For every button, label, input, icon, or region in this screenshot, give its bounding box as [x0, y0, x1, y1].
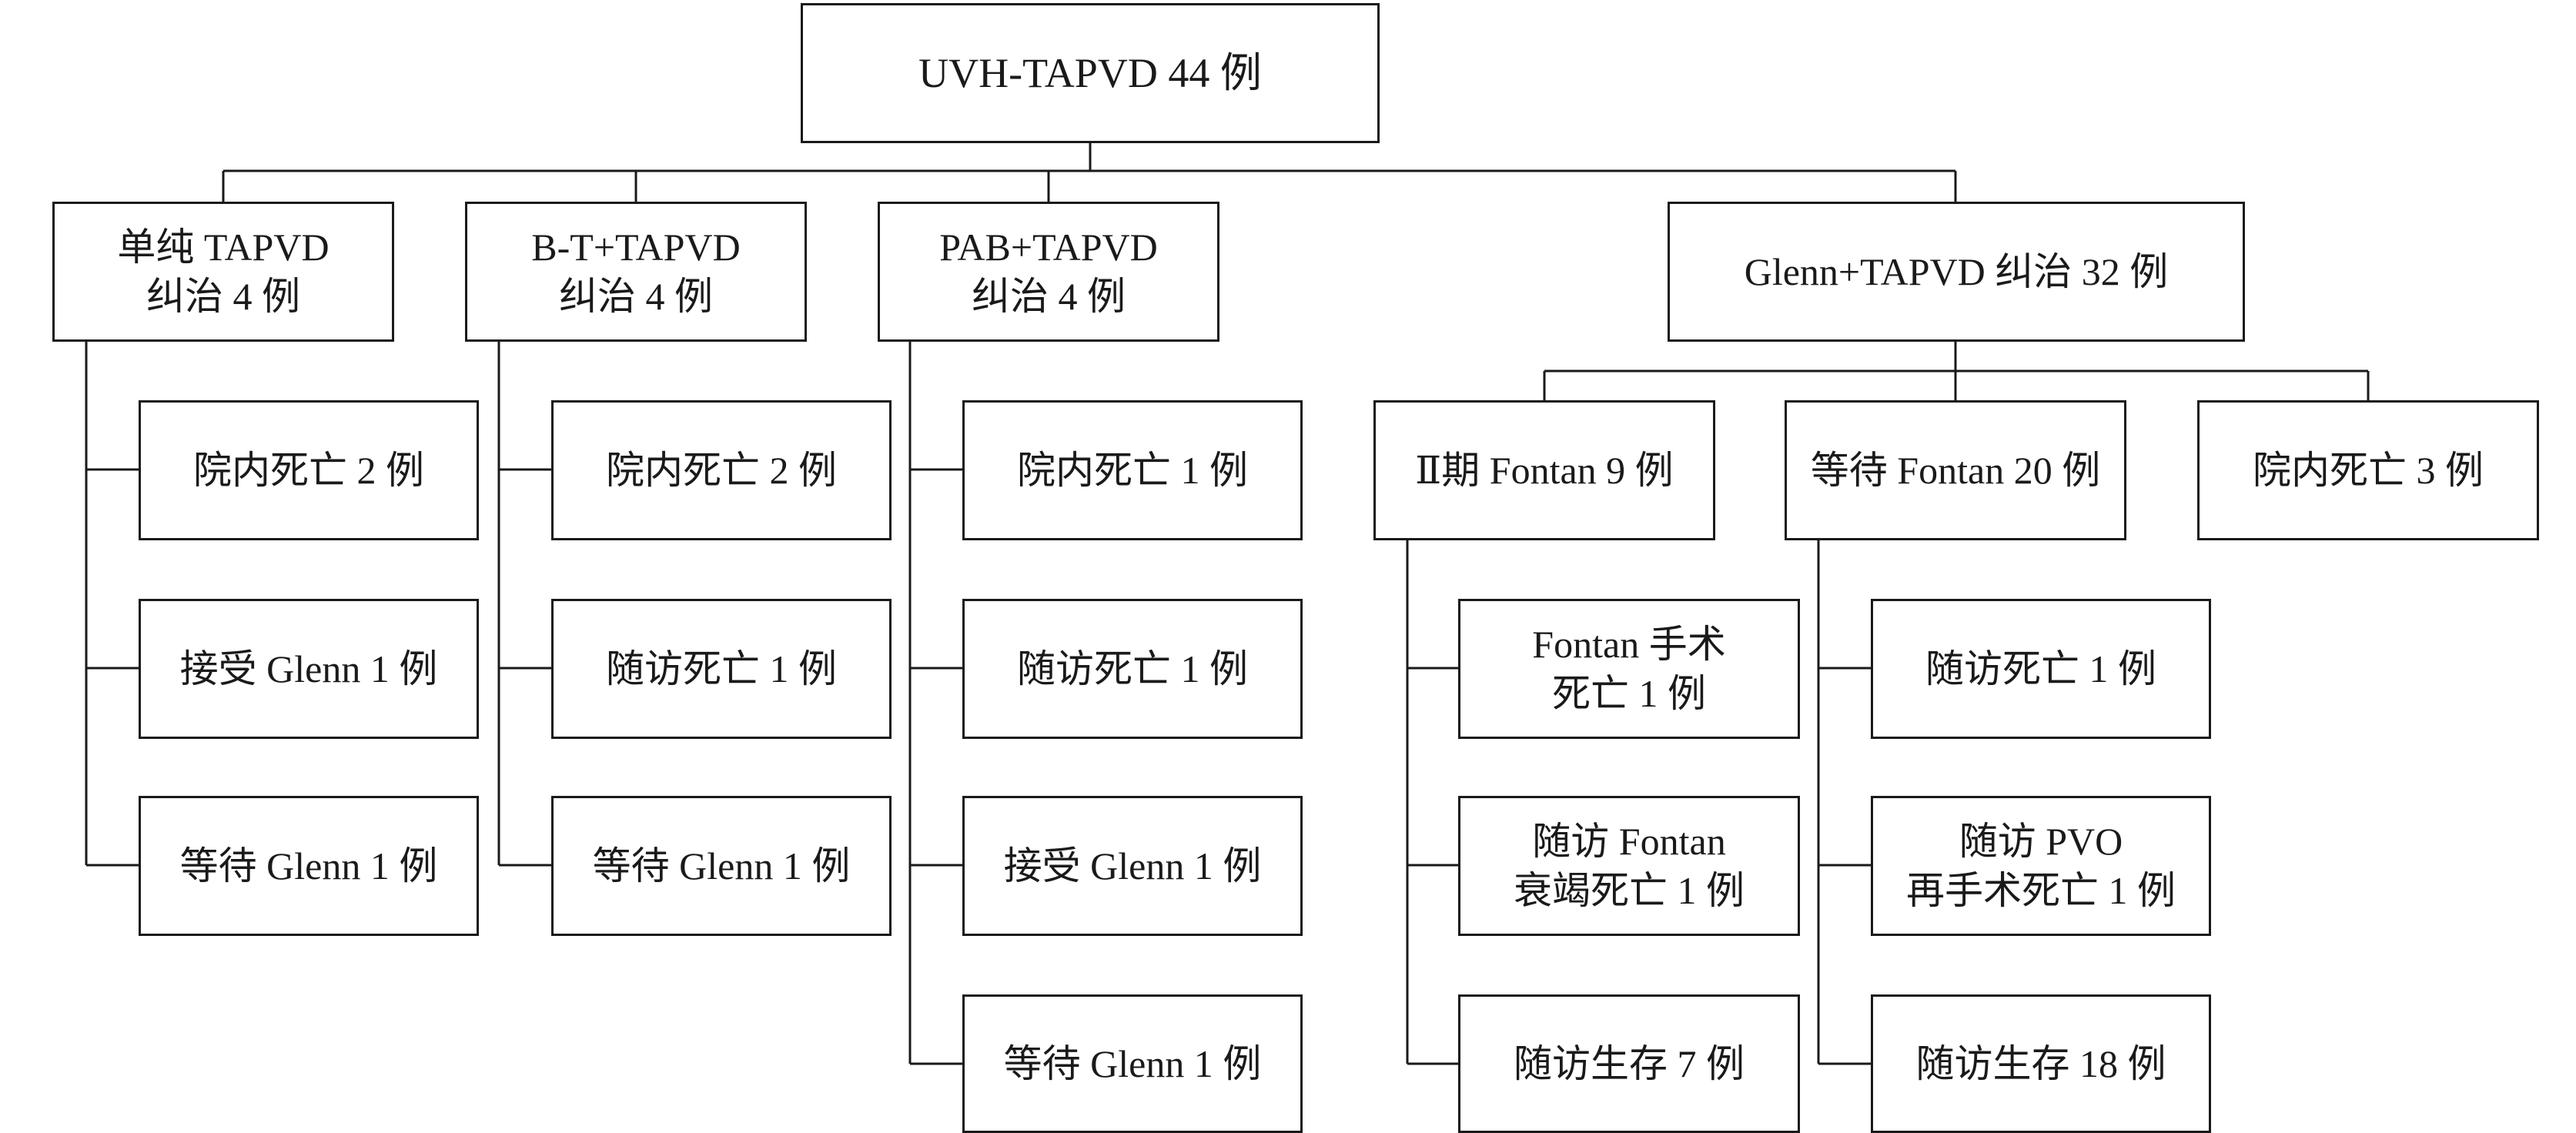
outcome-node: 等待 Glenn 1 例: [139, 796, 479, 936]
node-label-line: Ⅱ期 Fontan 9 例: [1415, 449, 1674, 492]
node-label-line: 院内死亡 2 例: [193, 449, 424, 492]
node-label-line: 等待 Fontan 20 例: [1810, 449, 2101, 492]
node-label-line: 院内死亡 3 例: [2253, 449, 2484, 492]
node-label-line: 院内死亡 2 例: [606, 449, 837, 492]
node-label-line: 随访生存 7 例: [1514, 1042, 1745, 1085]
outcome-node: 院内死亡 2 例: [551, 400, 892, 540]
branch-node-simple-tapvd: 单纯 TAPVD 纠治 4 例: [52, 202, 394, 342]
outcome-node: 随访生存 18 例: [1871, 994, 2211, 1133]
node-label-line: 衰竭死亡 1 例: [1514, 869, 1745, 912]
node-label-line: 再手术死亡 1 例: [1906, 869, 2176, 912]
node-label-line: 等待 Glenn 1 例: [592, 844, 851, 887]
node-label-line: 接受 Glenn 1 例: [1003, 844, 1262, 887]
subbranch-node-fontan-stage2: Ⅱ期 Fontan 9 例: [1373, 400, 1715, 540]
outcome-node: 院内死亡 2 例: [139, 400, 479, 540]
node-label-line: 随访死亡 1 例: [1925, 647, 2156, 690]
node-label-line: PAB+TAPVD: [939, 226, 1158, 269]
node-label-line: B-T+TAPVD: [531, 226, 741, 269]
node-label-line: Glenn+TAPVD 纠治 32 例: [1744, 250, 2169, 293]
outcome-node: 随访 Fontan 衰竭死亡 1 例: [1458, 796, 1800, 936]
node-label-line: 院内死亡 1 例: [1017, 449, 1248, 492]
outcome-node: 接受 Glenn 1 例: [139, 599, 479, 739]
outcome-node: Fontan 手术 死亡 1 例: [1458, 599, 1800, 739]
node-label-line: 随访死亡 1 例: [1017, 647, 1248, 690]
node-label-line: 纠治 4 例: [559, 275, 713, 318]
outcome-node: 等待 Glenn 1 例: [962, 994, 1303, 1133]
outcome-node: 随访生存 7 例: [1458, 994, 1800, 1133]
outcome-node: 随访死亡 1 例: [551, 599, 892, 739]
subbranch-node-in-hospital-death: 院内死亡 3 例: [2197, 400, 2539, 540]
branch-node-bt-tapvd: B-T+TAPVD 纠治 4 例: [465, 202, 807, 342]
node-label-line: 随访生存 18 例: [1915, 1042, 2166, 1085]
node-label-line: Fontan 手术: [1532, 623, 1726, 666]
node-label-line: 死亡 1 例: [1552, 672, 1706, 715]
node-label-line: 纠治 4 例: [972, 275, 1126, 318]
root-label: UVH-TAPVD 44 例: [918, 50, 1262, 96]
outcome-node: 随访死亡 1 例: [1871, 599, 2211, 739]
node-label-line: 随访 PVO: [1959, 820, 2123, 863]
outcome-node: 院内死亡 1 例: [962, 400, 1303, 540]
branch-node-pab-tapvd: PAB+TAPVD 纠治 4 例: [878, 202, 1219, 342]
branch-node-glenn-tapvd: Glenn+TAPVD 纠治 32 例: [1668, 202, 2245, 342]
subbranch-node-fontan-waiting: 等待 Fontan 20 例: [1785, 400, 2126, 540]
root-node: UVH-TAPVD 44 例: [801, 3, 1380, 143]
node-label-line: 接受 Glenn 1 例: [179, 647, 438, 690]
node-label-line: 随访 Fontan: [1532, 820, 1726, 863]
node-label-line: 随访死亡 1 例: [606, 647, 837, 690]
node-label-line: 纠治 4 例: [146, 275, 300, 318]
outcome-node: 随访死亡 1 例: [962, 599, 1303, 739]
node-label-line: 等待 Glenn 1 例: [179, 844, 438, 887]
outcome-node: 随访 PVO 再手术死亡 1 例: [1871, 796, 2211, 936]
node-label-line: 单纯 TAPVD: [117, 226, 330, 269]
outcome-node: 接受 Glenn 1 例: [962, 796, 1303, 936]
node-label-line: 等待 Glenn 1 例: [1003, 1042, 1262, 1085]
outcome-node: 等待 Glenn 1 例: [551, 796, 892, 936]
